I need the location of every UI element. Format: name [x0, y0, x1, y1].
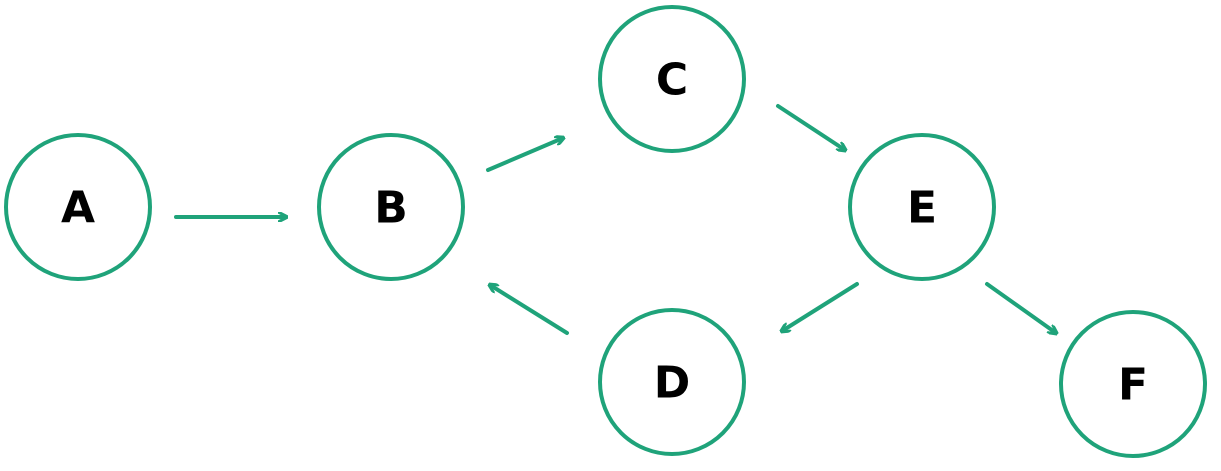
node-c-label: C	[656, 55, 688, 106]
node-c: C	[598, 5, 746, 153]
edge-c-to-e	[776, 104, 845, 150]
edge-e-to-f	[985, 282, 1056, 333]
node-b-label: B	[374, 183, 408, 234]
node-a: A	[4, 133, 152, 281]
edge-d-to-b	[490, 285, 569, 335]
node-f-label: F	[1118, 360, 1148, 411]
node-d-label: D	[654, 358, 691, 409]
node-e: E	[848, 133, 996, 281]
node-d: D	[598, 308, 746, 456]
node-b: B	[317, 133, 465, 281]
node-a-label: A	[61, 183, 95, 234]
nodes-group: A B C D E F	[4, 5, 1207, 458]
edges-group	[174, 104, 1056, 335]
node-e-label: E	[907, 183, 937, 234]
edge-e-to-d	[782, 282, 859, 331]
node-f: F	[1059, 310, 1207, 458]
edge-b-to-c	[486, 138, 563, 172]
